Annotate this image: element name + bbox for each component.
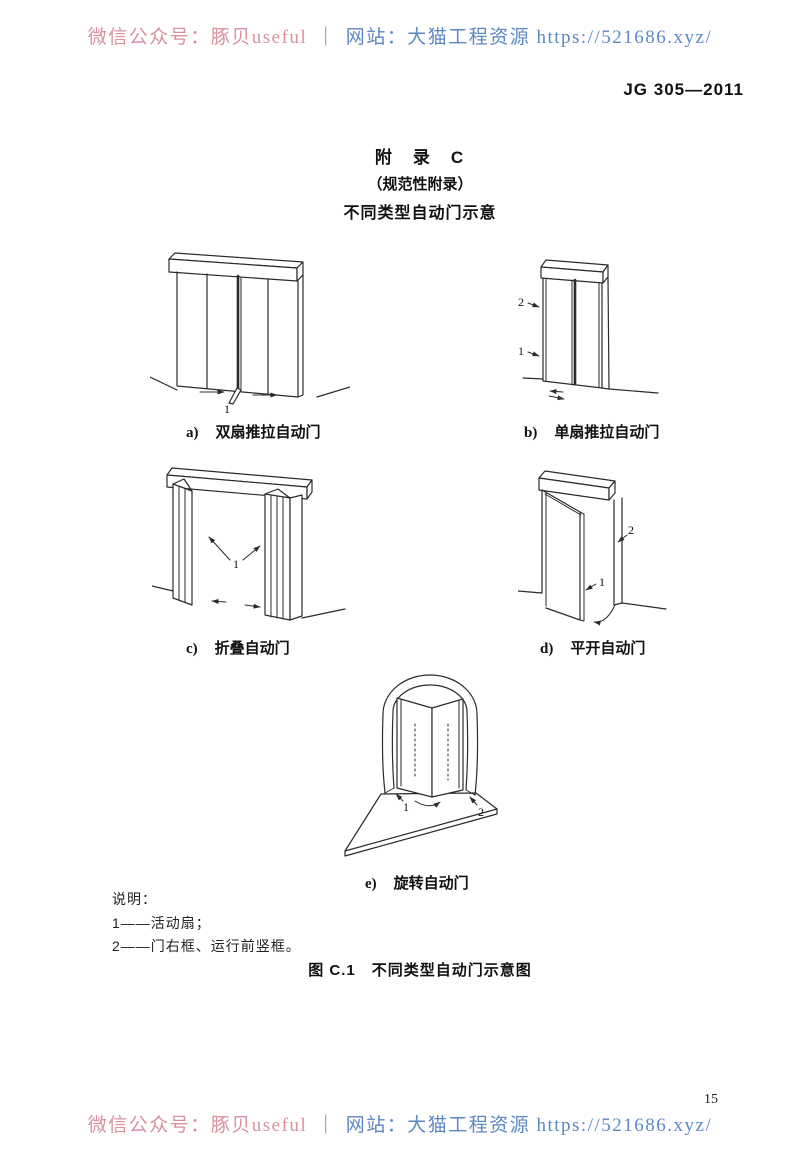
legend-heading: 说明： — [112, 891, 157, 907]
figure-c-caption: c)折叠自动门 — [186, 640, 290, 657]
watermark-site: 网站：大猫工程资源 https://521686.xyz/ — [345, 1115, 713, 1136]
figure-a-drawing: 1 — [150, 252, 350, 415]
figure-b-drawing: 2 1 — [518, 259, 659, 401]
figure-e-callout-2: 2 — [478, 805, 484, 819]
figure-c-label: c) — [186, 641, 198, 657]
figure-b-caption: b)单扇推拉自动门 — [524, 424, 660, 441]
appendix-subject: 不同类型自动门示意 — [343, 205, 497, 222]
figure-d-label: d) — [540, 641, 554, 657]
figure-b-label: b) — [524, 425, 538, 441]
watermark-separator: ｜ — [316, 27, 337, 48]
figure-a-label: a) — [186, 425, 199, 441]
watermark-wechat: 微信公众号：豚贝useful — [87, 1115, 308, 1136]
watermark-top: 微信公众号：豚贝useful ｜ 网站：大猫工程资源 https://521686.… — [0, 22, 800, 49]
appendix-title: 附 录 C — [374, 148, 466, 167]
watermark-wechat: 微信公众号：豚贝useful — [87, 27, 308, 48]
figure-e-label: e) — [365, 876, 377, 892]
figure-e-callout-1: 1 — [403, 800, 409, 814]
figure-b-callout-2: 2 — [518, 295, 524, 309]
watermark-site: 网站：大猫工程资源 https://521686.xyz/ — [345, 27, 713, 48]
page-number: 15 — [704, 1092, 718, 1107]
figure-a-caption: a)双扇推拉自动门 — [186, 424, 321, 441]
doc-code: JG 305—2011 — [623, 80, 744, 99]
watermark-separator: ｜ — [316, 1115, 337, 1136]
figure-d-callout-1: 1 — [599, 575, 605, 589]
appendix-normative: （规范性附录） — [367, 176, 473, 193]
figure-d-callout-2: 2 — [628, 523, 634, 537]
legend-item-2: 2——门右框、运行前竖框。 — [112, 938, 301, 954]
figure-a-callout-1: 1 — [224, 402, 230, 415]
watermark-bottom: 微信公众号：豚贝useful ｜ 网站：大猫工程资源 https://521686.… — [0, 1110, 800, 1137]
figure-e-drawing: 1 2 — [344, 674, 498, 857]
figure-caption: 图 C.1 不同类型自动门示意图 — [308, 962, 532, 979]
figure-d-drawing: 2 1 — [518, 470, 667, 626]
figure-b-callout-1: 1 — [518, 344, 524, 358]
legend-item-1: 1——活动扇； — [112, 915, 211, 931]
figure-c-drawing: 1 — [152, 467, 346, 621]
figure-c-callout-1: 1 — [233, 557, 239, 571]
figure-e-caption: e)旋转自动门 — [365, 875, 469, 892]
figure-d-caption: d)平开自动门 — [540, 640, 646, 657]
